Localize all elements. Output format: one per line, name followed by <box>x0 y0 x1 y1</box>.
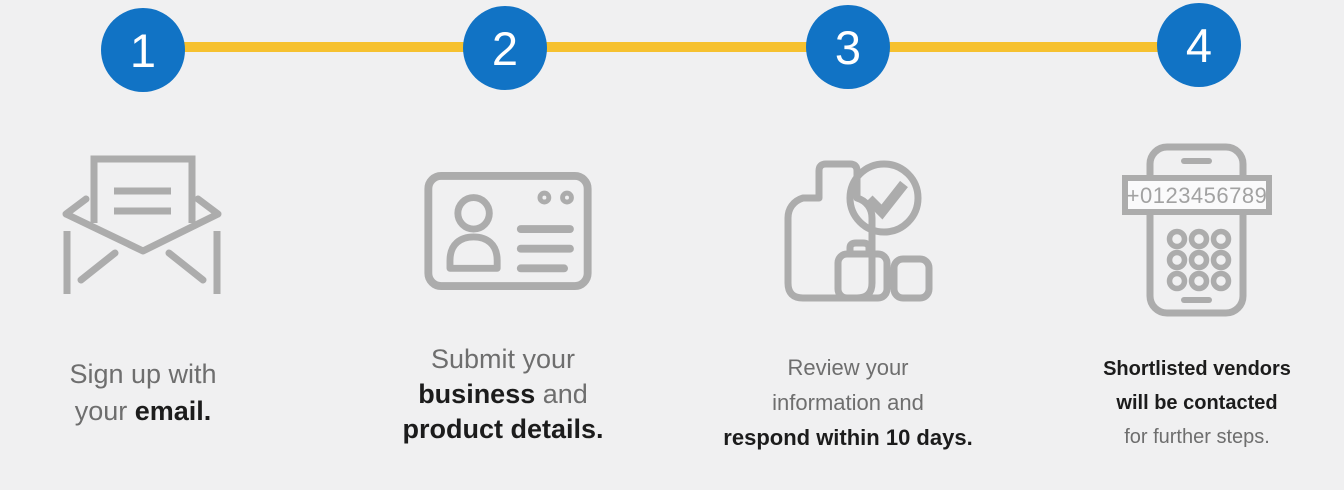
open-envelope-letter-icon <box>62 155 222 294</box>
caption-line: Submit your <box>363 342 643 377</box>
caption-emphasis: Shortlisted vendors <box>1103 358 1291 380</box>
stepper-connector-line <box>143 42 1199 52</box>
caption-emphasis: product details. <box>402 414 604 444</box>
id-card-icon <box>424 172 592 290</box>
caption-text: Submit your <box>430 344 576 374</box>
step-3-caption: Review your information and respond with… <box>698 350 998 455</box>
caption-emphasis: business <box>418 379 536 409</box>
caption-line: product details. <box>363 412 643 447</box>
step-4-caption: Shortlisted vendors will be contacted fo… <box>1062 352 1332 454</box>
step-3-badge: 3 <box>806 5 890 89</box>
caption-emphasis: email. <box>134 396 212 426</box>
caption-text: for further steps. <box>1124 426 1270 448</box>
step-1-badge: 1 <box>101 8 185 92</box>
caption-line: business and <box>363 377 643 412</box>
caption-line: Sign up with <box>13 356 273 393</box>
caption-emphasis: respond within 10 days. <box>723 425 973 450</box>
step-3-number: 3 <box>834 20 862 74</box>
step-2-caption: Submit your business and product details… <box>363 342 643 447</box>
caption-text: Review your <box>787 355 909 380</box>
step-2-badge: 2 <box>463 6 547 90</box>
step-4-number: 4 <box>1185 18 1213 72</box>
caption-line: for further steps. <box>1062 420 1332 454</box>
phone-dialpad-icon: +0123456789 <box>1122 143 1272 317</box>
caption-emphasis: will be contacted <box>1116 392 1278 414</box>
caption-line: your email. <box>13 393 273 430</box>
step-1-caption: Sign up with your email. <box>13 356 273 430</box>
caption-line: information and <box>698 385 998 420</box>
caption-text: and <box>535 379 588 409</box>
caption-line: respond within 10 days. <box>698 420 998 455</box>
step-2-number: 2 <box>491 21 519 75</box>
caption-line: Review your <box>698 350 998 385</box>
products-check-icon <box>784 160 933 302</box>
caption-text: Sign up with <box>69 359 217 389</box>
phone-number-label: +0123456789 <box>1127 183 1268 208</box>
step-4-badge: 4 <box>1157 3 1241 87</box>
caption-text: information and <box>772 390 924 415</box>
caption-text: your <box>74 396 135 426</box>
caption-line: will be contacted <box>1062 386 1332 420</box>
step-1-number: 1 <box>129 23 157 77</box>
caption-line: Shortlisted vendors <box>1062 352 1332 386</box>
